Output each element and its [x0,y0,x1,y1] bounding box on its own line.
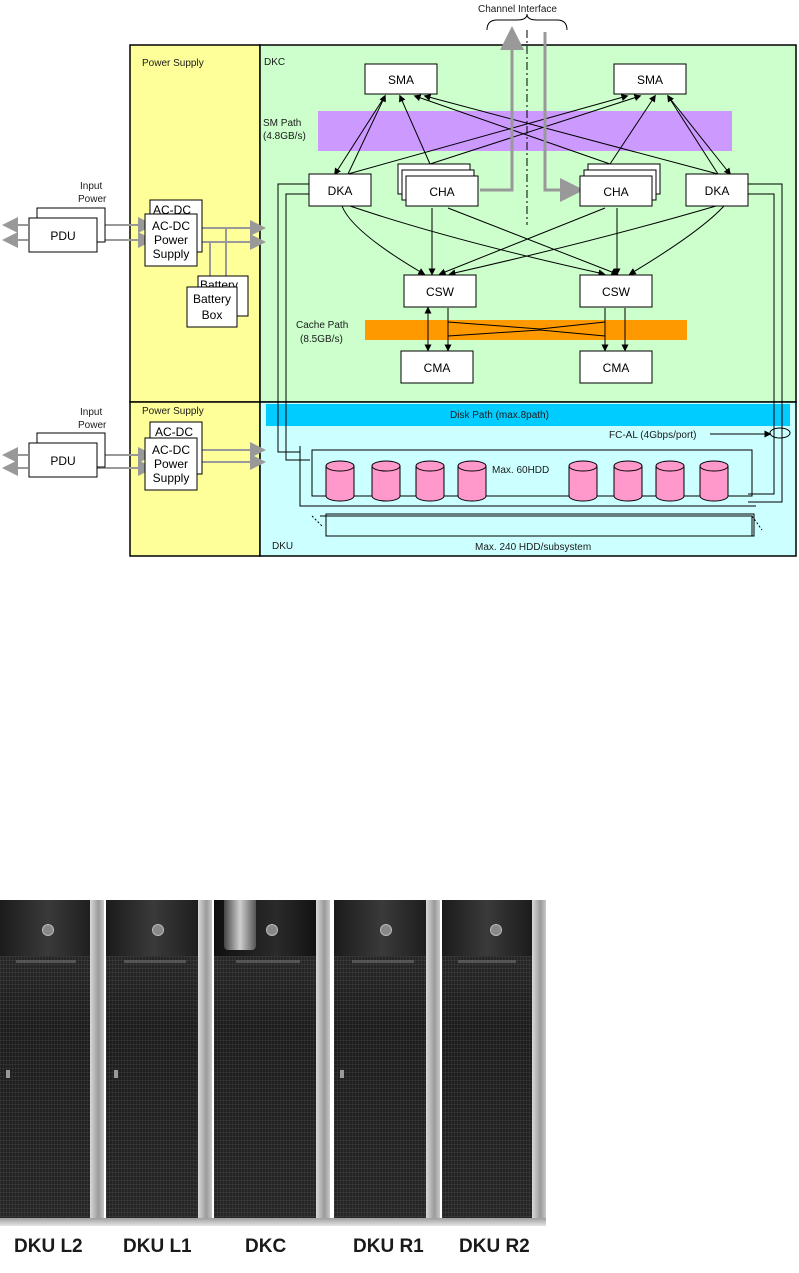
channel-interface-brace [486,13,568,31]
pdu-box-top [28,217,98,253]
acdc-label-top-1: AC-DC [152,219,190,233]
hp-logo-icon [42,924,54,936]
hp-logo-icon [490,924,502,936]
pdu-box-bottom [28,442,98,478]
acdc-back-label-bottom: AC-DC [155,425,193,439]
csw-box-left [403,274,477,308]
power-supply-label-top: Power Supply [142,58,204,69]
cache-path-label: Cache Path [296,320,348,331]
disk-path-label: Disk Path (max.8path) [450,410,549,421]
channel-interface-label: Channel Interface [478,4,557,15]
sma-box-right [613,63,687,95]
csw-label-right: CSW [602,285,631,299]
floor [0,1218,546,1226]
acdc-box-bottom [144,437,198,491]
dku-label: DKU [272,541,293,552]
fc-al-label: FC-AL (4Gbps/port) [609,430,696,441]
hdd-group-right [568,460,729,502]
sm-path-band [318,111,732,151]
dka-box-right [685,173,749,207]
hp-logo-icon [152,924,164,936]
fc-al-loop-marker [769,427,791,439]
cabinet-photo [0,900,546,1226]
acdc-label-top-2: Power [154,233,188,247]
sm-path-speed: (4.8GB/s) [263,131,306,142]
disk-path-band [266,404,790,426]
hdd-icon [568,460,598,502]
hdd-icon [371,460,401,502]
max-60hdd-label: Max. 60HDD [492,465,549,476]
input-power-label-bottom-2: Power [78,420,107,431]
cabinet-label-dku-r1: DKU R1 [353,1236,424,1257]
dka-label-right: DKA [705,184,730,198]
dka-label-left: DKA [328,184,353,198]
max-240hdd-label: Max. 240 HDD/subsystem [475,542,591,553]
battery-label-1: Battery [193,292,231,306]
architecture-diagram: Power Supply Power Supply DKC DKU SM Pat… [2,4,797,557]
pdu-label-top: PDU [50,229,75,243]
dka-box-left [308,173,372,207]
cma-connection-lines [424,306,629,352]
csw-box-right [579,274,653,308]
cma-box-left [400,350,474,384]
hp-logo-icon [266,924,278,936]
hdd-icon [655,460,685,502]
cabinet-dku-r2 [442,900,546,1218]
cha-label-right: CHA [603,185,628,199]
hdd-icon [415,460,445,502]
dkc-label: DKC [264,57,285,68]
csw-label-left: CSW [426,285,455,299]
cabinet-dku-l2 [0,900,104,1218]
acdc-label-bottom-1: AC-DC [152,443,190,457]
cabinet-dkc [214,900,330,1218]
sma-label-left: SMA [388,73,414,87]
hp-logo-icon [380,924,392,936]
input-power-label-top-2: Power [78,194,107,205]
battery-label-2: Box [202,308,223,322]
cabinet-label-dku-l1: DKU L1 [123,1236,192,1257]
acdc-box-top [144,213,198,267]
input-power-label-top-1: Input [80,181,102,192]
pdu-label-bottom: PDU [50,454,75,468]
battery-box [186,286,238,328]
hdd-icon [325,460,355,502]
acdc-label-top-3: Supply [153,247,190,261]
hdd-shelf-back-2 [325,513,755,537]
cma-box-right [579,350,653,384]
hdd-icon [613,460,643,502]
input-power-label-bottom-1: Input [80,407,102,418]
acdc-label-bottom-2: Power [154,457,188,471]
cha-label-left: CHA [429,185,454,199]
hdd-icon [457,460,487,502]
csw-connection-lines [341,205,725,277]
acdc-label-bottom-3: Supply [153,471,190,485]
cabinet-label-dku-l2: DKU L2 [14,1236,83,1257]
sm-path-label: SM Path [263,118,301,129]
hdd-icon [699,460,729,502]
dkc-region [259,44,797,403]
hdd-group-left [325,460,487,502]
cache-path-speed: (8.5GB/s) [300,334,343,345]
power-supply-label-bottom: Power Supply [142,406,204,417]
channel-interface-arrows [480,26,584,202]
cabinet-label-dku-r2: DKU R2 [459,1236,530,1257]
cabinet-dku-r1 [334,900,440,1218]
cma-label-right: CMA [603,361,630,375]
cha-box-right [579,175,653,207]
cma-label-left: CMA [424,361,451,375]
cha-box-left [405,175,479,207]
dkc-top-cylinder [224,900,256,950]
sma-label-right: SMA [637,73,663,87]
cabinet-dku-l1 [106,900,212,1218]
cabinet-label-dkc: DKC [245,1236,287,1257]
sma-box-left [364,63,438,95]
cache-path-band [365,320,687,340]
